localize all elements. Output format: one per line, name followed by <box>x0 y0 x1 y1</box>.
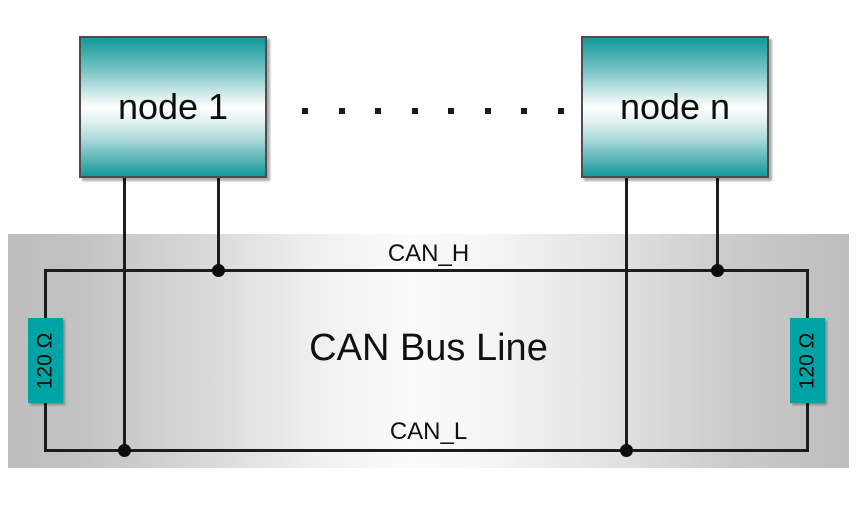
terminator-resistor-right: 120 Ω <box>790 318 825 403</box>
ellipsis-dot <box>338 108 345 114</box>
node-n-label: node n <box>619 86 731 127</box>
can-l-bus-line <box>44 449 809 452</box>
ellipsis-dot <box>484 108 491 114</box>
node-box-node-n: node n <box>581 36 769 178</box>
ellipsis-dot <box>557 108 564 114</box>
junction-dot-node-n-can-l <box>620 444 633 457</box>
bus-background-band <box>8 234 849 468</box>
ellipsis-dot <box>375 108 382 114</box>
ellipsis-dot <box>411 108 418 114</box>
can-h-bus-line <box>44 269 809 272</box>
ellipsis-dot <box>302 108 308 114</box>
ellipsis-dots <box>302 106 564 116</box>
node-1-can-l-wire <box>123 177 126 453</box>
junction-dot-node-1-can-l <box>118 444 131 457</box>
bus-area-label: CAN Bus Line <box>309 327 548 369</box>
node-n-can-h-wire <box>716 177 719 272</box>
node-1-can-h-wire <box>217 177 220 272</box>
junction-dot-node-n-can-h <box>711 264 724 277</box>
can-l-label: CAN_L <box>389 418 468 445</box>
node-n-can-l-wire <box>625 177 628 453</box>
junction-dot-node-1-can-h <box>212 264 225 277</box>
can-h-label: CAN_H <box>387 240 470 267</box>
terminator-resistor-left: 120 Ω <box>28 318 63 403</box>
node-1-label: node 1 <box>117 86 229 127</box>
ellipsis-dot <box>448 108 455 114</box>
ellipsis-dot <box>521 108 528 114</box>
node-box-node-1: node 1 <box>79 36 267 178</box>
